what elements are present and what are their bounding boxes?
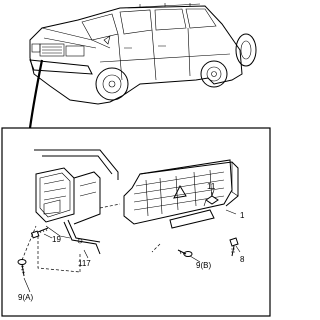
detail-frame bbox=[1, 127, 271, 317]
screw-9a bbox=[17, 259, 27, 277]
parts-diagram: 1 11 9(B) 8 117 19 9(A) bbox=[1, 3, 271, 317]
callout-8: 8 bbox=[240, 255, 245, 264]
leader-line bbox=[28, 59, 44, 129]
callout-9b: 9(B) bbox=[196, 261, 211, 270]
callout-1: 1 bbox=[240, 211, 245, 220]
callout-9a: 9(A) bbox=[18, 293, 33, 302]
assembly-dash-lines bbox=[21, 203, 161, 273]
screw-9b bbox=[177, 249, 193, 257]
bracket bbox=[45, 219, 101, 255]
lamp-housing bbox=[34, 149, 119, 225]
callout-117: 117 bbox=[78, 259, 91, 268]
screw-8 bbox=[229, 237, 239, 257]
callout-11: 11 bbox=[207, 182, 216, 191]
vehicle-illustration bbox=[29, 3, 257, 105]
callout-leaders bbox=[23, 189, 241, 293]
clip-11 bbox=[203, 192, 219, 207]
front-grille bbox=[123, 159, 239, 229]
callout-19: 19 bbox=[52, 235, 61, 244]
bolt-19 bbox=[30, 227, 49, 239]
